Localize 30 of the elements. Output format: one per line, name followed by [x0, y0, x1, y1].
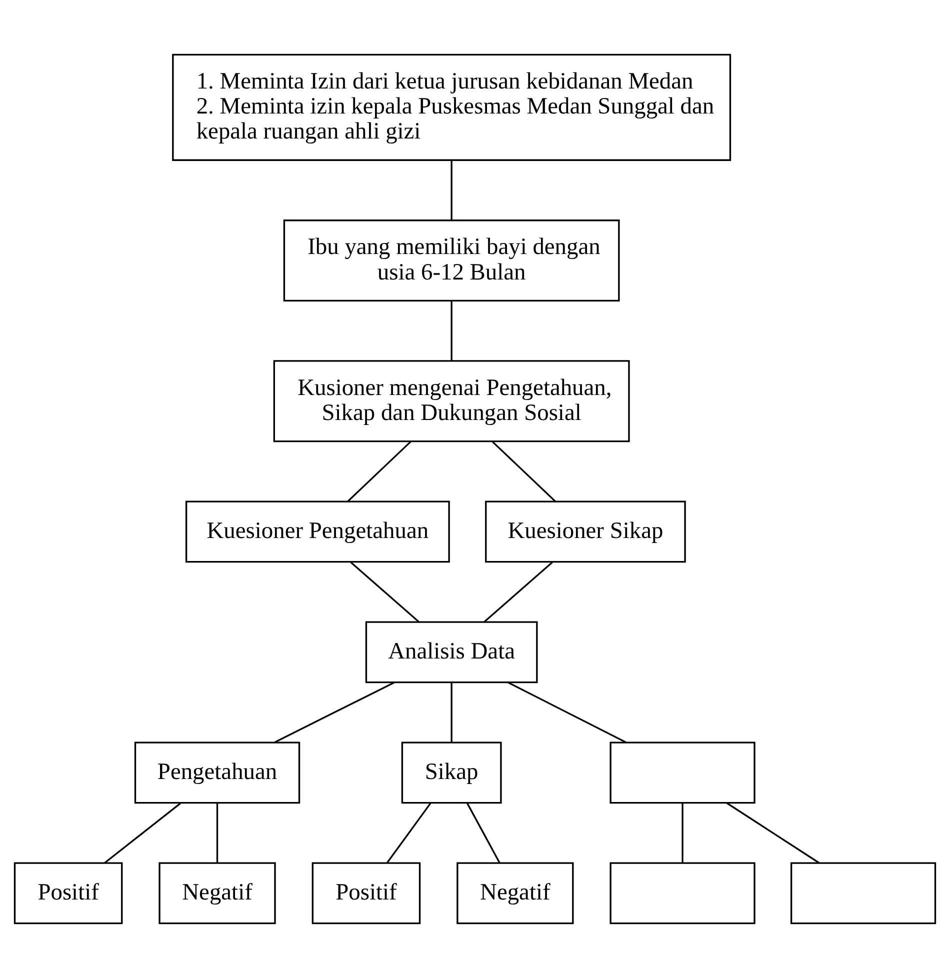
node-box: Ibu yang memiliki bayi dengan usia 6-12 Bulan — [283, 220, 620, 302]
node-box — [610, 862, 756, 924]
node-box: Kuesioner Pengetahuan — [185, 500, 450, 563]
connector — [450, 682, 452, 742]
connector — [216, 803, 218, 863]
node-box: Sikap — [401, 742, 502, 804]
connector — [492, 441, 556, 502]
node-box: Kusioner mengenai Pengetahuan, Sikap dan Dukungan Sosial — [273, 360, 630, 442]
node-box: Pengetahuan — [134, 742, 300, 804]
node-box: Positif — [14, 862, 123, 924]
node-box: 1. Meminta Izin dari ketua jurusan kebidanan Medan 2. Meminta izin kepala Puskesmas Medan Sunggal dan kepala ruangan ahli gizi — [172, 54, 732, 161]
connector — [508, 682, 626, 743]
connector — [682, 803, 684, 863]
node-box — [610, 742, 756, 804]
node-box: Analisis Data — [365, 621, 538, 684]
node-box: Negatif — [456, 862, 574, 924]
connector — [347, 441, 412, 502]
connector — [274, 682, 395, 743]
node-box: Kuesioner Sikap — [485, 500, 686, 563]
node-box — [790, 862, 936, 924]
connector — [350, 562, 420, 623]
connector — [484, 562, 553, 623]
node-box: Negatif — [158, 862, 276, 924]
connector — [386, 802, 432, 864]
connector — [466, 802, 500, 864]
node-box: Positif — [312, 862, 421, 924]
connector — [450, 301, 452, 361]
connector — [726, 802, 820, 864]
connector — [450, 160, 452, 220]
connector — [104, 802, 181, 864]
